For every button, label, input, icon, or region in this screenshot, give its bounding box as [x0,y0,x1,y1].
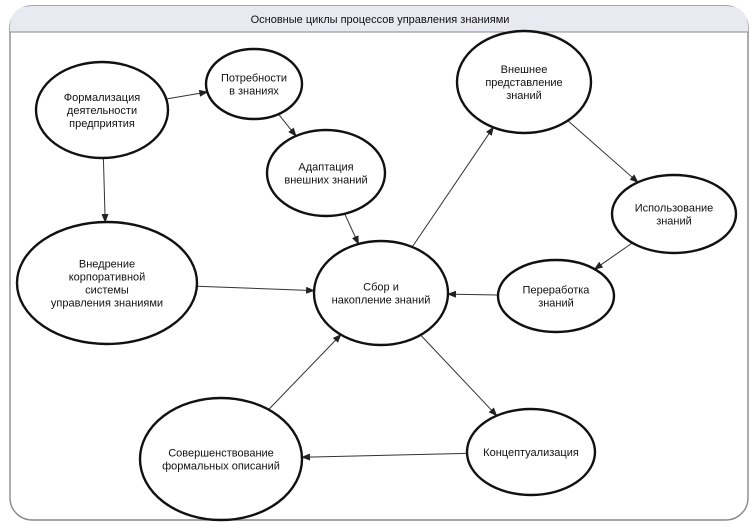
node-conceptualization: Концептуализация [465,407,597,497]
node-label-conceptualization: Концептуализация [483,447,579,459]
node-label-formalization: деятельности [67,105,137,117]
node-label-processing: знаний [538,298,574,310]
arrow-needs-to-adaptation [278,113,297,137]
node-label-implementation: корпоративной [69,272,146,284]
node-ellipse-improvement [138,396,304,522]
node-label-adaptation: внешних знаний [284,175,367,187]
node-label-implementation: Внедрение [79,259,135,271]
node-ellipse-conceptualization [465,407,597,497]
arrow-adaptation-to-collection [344,213,359,245]
arrow-formalization-to-implementation [101,157,109,223]
node-label-collection: накопление знаний [332,295,431,307]
edges-layer [101,89,639,461]
node-ellipse-usage [610,173,738,255]
node-label-external: знаний [506,90,542,102]
node-label-implementation: системы [85,285,129,297]
arrow-formalization-to-needs [166,89,209,100]
arrow-implementation-to-collection [196,285,316,294]
node-label-adaptation: Адаптация [298,162,353,174]
node-label-improvement: Совершенствование [168,448,274,460]
arrow-conceptualization-to-improvement [301,452,468,461]
title-bar [10,6,748,32]
node-ellipse-implementation [15,220,199,346]
arrow-usage-to-processing [593,242,633,270]
node-ellipse-processing [496,258,616,334]
arrow-improvement-to-collection [268,333,342,410]
node-label-formalization: Формализация [64,92,140,104]
node-ellipse-external [455,29,593,135]
node-label-formalization: предприятия [69,118,135,130]
arrow-collection-to-conceptualization [420,334,498,417]
node-ellipse-needs [204,47,304,121]
node-ellipse-collection [312,239,450,347]
node-implementation: Внедрениекорпоративнойсистемыуправления … [15,220,199,346]
node-label-improvement: формальных описаний [162,461,280,473]
node-label-external: представление [485,77,562,89]
diagram-title: Основные циклы процессов управления знан… [251,14,510,26]
node-label-implementation: управления знаниями [51,298,163,310]
node-label-needs: Потребности [221,73,287,85]
node-label-processing: Переработка [523,285,591,297]
node-label-collection: Сбор и [363,282,399,294]
arrow-collection-to-external [411,126,494,248]
node-ellipse-formalization [34,60,170,160]
node-label-external: Внешнее [501,64,548,76]
arrow-processing-to-collection [447,290,499,298]
node-label-usage: Использование [635,203,714,215]
node-label-usage: знаний [656,216,692,228]
node-ellipse-adaptation [265,128,387,218]
arrow-external-to-usage [567,120,639,183]
node-label-needs: в знаниях [229,86,279,98]
